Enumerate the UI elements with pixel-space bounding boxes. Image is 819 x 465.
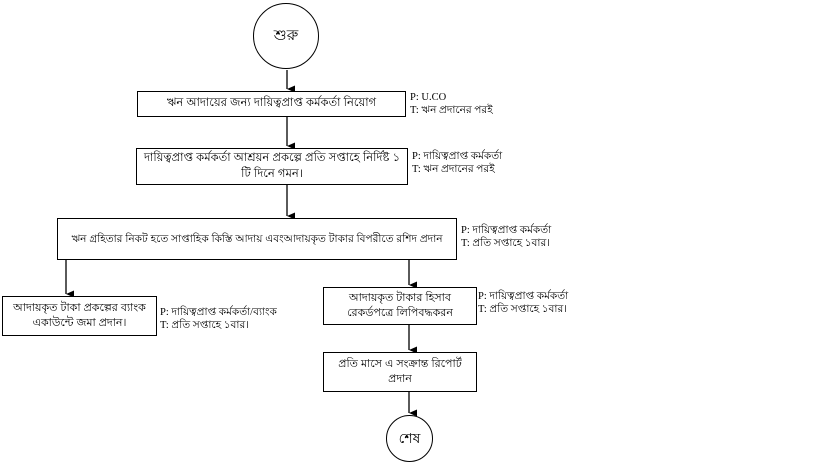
step-monthly-report: প্রতি মাসে এ সংক্রান্ত রিপোর্ট প্রদান [323, 352, 477, 392]
step-record-keeping-label: আদায়কৃত টাকার হিসাব রেকর্ডপত্রে লিপিবদ্… [347, 292, 453, 319]
annotation-collect-p: P: দায়িত্বপ্রাপ্ত কর্মকর্তা [461, 225, 552, 236]
annotation-deposit: P: দায়িত্বপ্রাপ্ত কর্মকর্তা/ব্যাংক T: প… [160, 306, 277, 332]
step-weekly-visit: দায়িত্বপ্রাপ্ত কর্মকর্তা আশ্রয়ন প্রকল্… [136, 148, 408, 185]
step-appoint-officer-label: ঋন আদায়ের জন্য দায়িত্বপ্রাপ্ত কর্মকর্ত… [166, 97, 377, 110]
step-monthly-report-label: প্রতি মাসে এ সংক্রান্ত রিপোর্ট প্রদান [338, 358, 462, 385]
annotation-collect-t: T: প্রতি সপ্তাহে ১বার। [461, 238, 550, 250]
annotation-visit-p: P: দায়িত্বপ্রাপ্ত কর্মকর্তা [412, 151, 503, 162]
annotation-collect: P: দায়িত্বপ্রাপ্ত কর্মকর্তা T: প্রতি সপ… [461, 224, 551, 250]
annotation-appoint-p: P: U.CO [410, 92, 447, 103]
start-label: শুরু [273, 26, 299, 44]
step-bank-deposit: আদায়কৃত টাকা প্রকল্পের ব্যাংক একাউন্টে … [2, 296, 157, 336]
annotation-deposit-t: T: প্রতি সপ্তাহে ১বার। [160, 320, 249, 332]
annotation-appoint: P: U.CO T: ঋন প্রদানের পরই [410, 91, 493, 117]
annotation-record: P: দায়িত্বপ্রাপ্ত কর্মকর্তা T: প্রতি সপ… [478, 290, 568, 316]
end-label: শেষ [398, 429, 421, 446]
step-weekly-visit-label: দায়িত্বপ্রাপ্ত কর্মকর্তা আশ্রয়ন প্রকল্… [143, 151, 401, 180]
step-appoint-officer: ঋন আদায়ের জন্য দায়িত্বপ্রাপ্ত কর্মকর্ত… [137, 91, 406, 117]
step-collect-installment: ঋন গ্রহিতার নিকট হতে সাপ্তাহিক কিস্তি আদ… [57, 218, 457, 260]
step-record-keeping: আদায়কৃত টাকার হিসাব রেকর্ডপত্রে লিপিবদ্… [323, 287, 477, 325]
annotation-record-p: P: দায়িত্বপ্রাপ্ত কর্মকর্তা [478, 291, 569, 302]
step-bank-deposit-label: আদায়কৃত টাকা প্রকল্পের ব্যাংক একাউন্টে … [13, 302, 146, 329]
annotation-deposit-p: P: দায়িত্বপ্রাপ্ত কর্মকর্তা/ব্যাংক [160, 307, 277, 318]
annotation-visit-t: T: ঋন প্রদানের পরই [412, 164, 495, 176]
annotation-appoint-t: T: ঋন প্রদানের পরই [410, 105, 493, 117]
start-node: শুরু [253, 3, 319, 69]
annotation-visit: P: দায়িত্বপ্রাপ্ত কর্মকর্তা T: ঋন প্রদা… [412, 150, 502, 176]
end-node: শেষ [386, 415, 433, 462]
step-collect-installment-label: ঋন গ্রহিতার নিকট হতে সাপ্তাহিক কিস্তি আদ… [71, 232, 443, 245]
annotation-record-t: T: প্রতি সপ্তাহে ১বার। [478, 304, 567, 316]
